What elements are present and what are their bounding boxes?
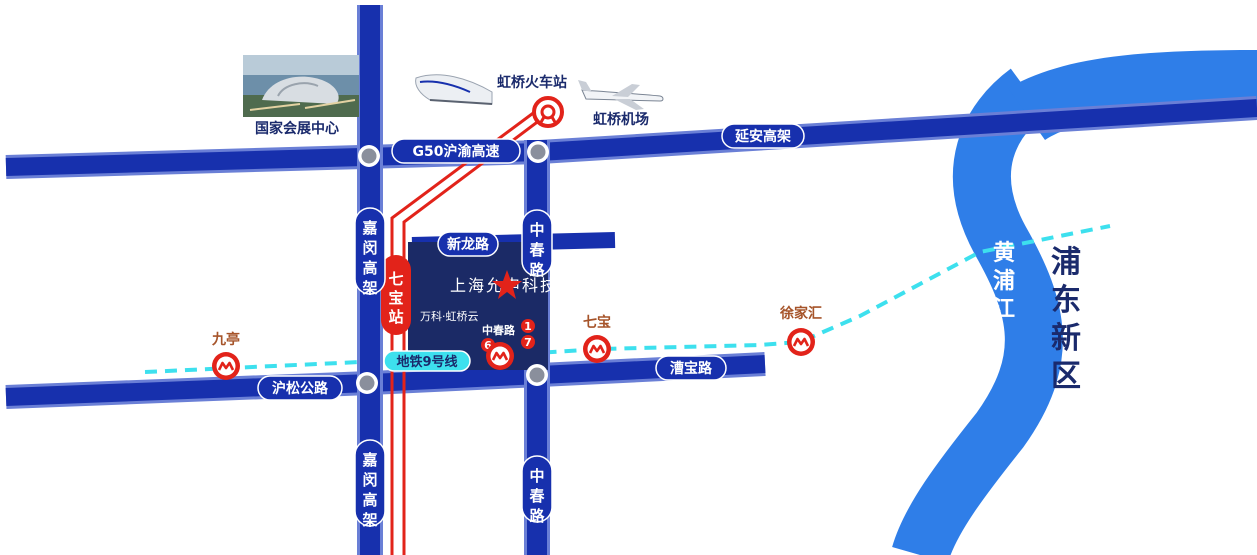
- husong-label: 沪松公路: [272, 380, 329, 397]
- line-badge-6: 6: [484, 339, 492, 352]
- metro-icon-zhongchun: [486, 342, 514, 370]
- qibao-rail-station: [381, 255, 411, 335]
- district-label: 浦东新区: [1051, 245, 1081, 394]
- expo-photo: [243, 55, 359, 117]
- expo-label: 国家会展中心: [255, 120, 339, 137]
- station-qibao: 七宝: [583, 314, 611, 331]
- zhongchun-south-label: 中春路: [529, 467, 545, 525]
- river-label-text: 黄浦江: [993, 241, 1015, 322]
- river-label: 黄浦江: [993, 241, 1015, 322]
- airport-label: 虹桥机场: [593, 111, 649, 128]
- metro-line-9: [144, 224, 1111, 374]
- airplane-icon: [578, 80, 664, 110]
- line-badge-1: 1: [524, 320, 532, 333]
- jiamin-north-label: 嘉闵高架: [361, 219, 377, 297]
- jiamin-north-label-text: 嘉闵高架: [361, 219, 377, 297]
- jiamin-south-label-text: 嘉闵高架: [361, 451, 377, 529]
- huangpu-river: [892, 68, 1063, 555]
- jiamin-south-label: 嘉闵高架: [361, 451, 377, 529]
- station-xujiahui: 徐家汇: [779, 305, 822, 322]
- g50-label: G50沪渝高速: [413, 143, 500, 160]
- metro-line-label: 地铁9号线: [396, 354, 457, 370]
- station-jiuting: 九亭: [211, 331, 240, 348]
- yanan-label: 延安高架: [734, 128, 791, 145]
- metro-icon-qibao: [583, 335, 611, 363]
- xinlong-label: 新龙路: [447, 236, 490, 253]
- zhongchun-north-label: 中春路: [529, 221, 545, 279]
- train-icon: [415, 74, 493, 105]
- caobao-label: 漕宝路: [670, 360, 713, 377]
- metro-icon-jiuting: [212, 352, 240, 380]
- company-star-icon: [492, 270, 522, 299]
- zhongchun-north-label-text: 中春路: [529, 221, 545, 279]
- interchange-g50-jiamin: [358, 145, 380, 167]
- interchange-g50-zhongchun: [527, 141, 549, 163]
- line-badge-7: 7: [524, 336, 532, 349]
- qibao-station-char-1: 七: [388, 270, 403, 288]
- hongqiao-station-label: 虹桥火车站: [497, 74, 567, 91]
- interchange-caobao-zhongchun: [526, 364, 548, 386]
- zhongchun-south-label-text: 中春路: [529, 467, 545, 525]
- interchange-husong-jiamin: [356, 372, 378, 394]
- district-label-text: 浦东新区: [1051, 245, 1081, 394]
- qibao-station-char-3: 站: [388, 308, 403, 326]
- rail-station-icon: [532, 96, 564, 128]
- hub-station-label: 中春路: [482, 323, 516, 337]
- qibao-station-char-2: 宝: [388, 289, 403, 307]
- complex-label: 万科·虹桥云: [420, 309, 479, 323]
- metro-icon-xujiahui: [787, 328, 815, 356]
